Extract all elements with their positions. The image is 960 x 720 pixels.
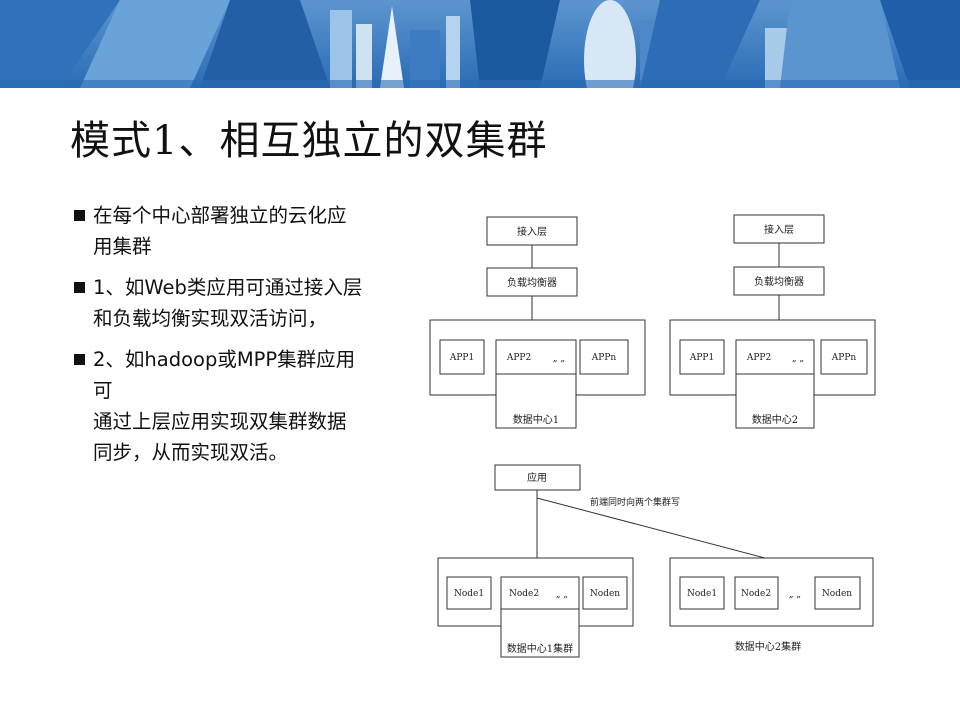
cluster-group: 应用 前端同时向两个集群写 Node1 Node2 „ „ Noden 数据中心… <box>437 464 874 658</box>
dc1-ellipsis: „ „ <box>553 354 565 364</box>
cluster1-label-box <box>500 608 580 658</box>
cluster2-node1-label: Node1 <box>687 589 717 599</box>
dc1-load-balancer-label: 负载均衡器 <box>507 276 557 289</box>
dc1-access-layer-box <box>486 216 578 246</box>
square-bullet-icon <box>74 282 85 293</box>
cluster2-noden-box <box>814 576 861 610</box>
cluster2-write-line <box>536 497 766 559</box>
square-bullet-icon <box>74 354 85 365</box>
bullet-2-line-2: 和负载均衡实现双活访问， <box>93 307 328 330</box>
dc2-load-balancer-box <box>733 266 825 296</box>
bullet-3-line-2: 通过上层应用实现双集群数据 <box>93 410 347 433</box>
cluster2-noden-label: Noden <box>822 589 852 599</box>
cluster1-ellipsis: „ „ <box>556 590 568 600</box>
architecture-diagram: 接入层 负载均衡器 APP1 APP2 „ „ APPn 数据中心1 接入层 负… <box>429 214 876 658</box>
bullet-1-line-2: 用集群 <box>93 235 152 258</box>
dc2-app1-label: APP1 <box>689 353 714 363</box>
square-bullet-icon <box>74 210 85 221</box>
city-skyline-illustration <box>0 0 960 88</box>
cluster1-noden-label: Noden <box>590 589 620 599</box>
cluster1-label: 数据中心1集群 <box>507 642 573 655</box>
cluster2-label: 数据中心2集群 <box>735 640 801 653</box>
dc1-app1-label: APP1 <box>449 353 474 363</box>
dc1-app2-box <box>495 339 577 375</box>
bullet-list: 在每个中心部署独立的云化应用集群 1、如Web类应用可通过接入层和负载均衡实现双… <box>74 200 374 478</box>
cluster1-node1-label: Node1 <box>454 589 484 599</box>
dc1-access-layer-label: 接入层 <box>517 225 547 238</box>
slide-title: 模式1、相互独立的双集群 <box>70 118 548 164</box>
header-banner <box>0 0 960 88</box>
dc1-group: 接入层 负载均衡器 APP1 APP2 „ „ APPn 数据中心1 <box>429 216 646 429</box>
dc1-appn-label: APPn <box>591 353 617 363</box>
dc2-access-layer-label: 接入层 <box>764 223 794 236</box>
application-box <box>494 464 581 491</box>
dc1-app2-label: APP2 <box>506 353 531 363</box>
application-label: 应用 <box>527 471 547 484</box>
dc2-datacenter-box <box>735 373 815 429</box>
bullet-2-line-1: 1、如Web类应用可通过接入层 <box>93 276 363 299</box>
cluster2-node2-box <box>734 576 779 610</box>
bullet-3-line-1: 2、如hadoop或MPP集群应用可 <box>93 348 356 402</box>
dual-write-note: 前端同时向两个集群写 <box>590 496 680 508</box>
dc1-app1-box <box>439 339 485 375</box>
dc2-appn-label: APPn <box>831 353 857 363</box>
cluster2-node2-label: Node2 <box>741 589 771 599</box>
cluster1-noden-box <box>582 576 628 610</box>
bullet-item-1: 在每个中心部署独立的云化应用集群 <box>74 200 374 262</box>
bullet-item-3: 2、如hadoop或MPP集群应用可通过上层应用实现双集群数据同步，从而实现双活… <box>74 344 374 468</box>
dc1-load-balancer-box <box>486 267 578 297</box>
dc1-datacenter-box <box>495 373 577 429</box>
dc2-load-balancer-label: 负载均衡器 <box>754 275 804 288</box>
dc2-appn-box <box>820 339 868 375</box>
cluster2-ellipsis: „ „ <box>789 590 801 600</box>
dc2-app2-box <box>735 339 815 375</box>
cluster1-node1-box <box>446 576 492 610</box>
cluster1-node2-label: Node2 <box>509 589 539 599</box>
bullet-1-line-1: 在每个中心部署独立的云化应 <box>93 204 347 227</box>
dc2-datacenter-label: 数据中心2 <box>752 413 798 426</box>
dc2-group: 接入层 负载均衡器 APP1 APP2 „ „ APPn 数据中心2 <box>669 214 876 429</box>
bullet-3-line-3: 同步，从而实现双活。 <box>93 441 289 464</box>
dc2-ellipsis: „ „ <box>792 354 804 364</box>
dc1-appn-box <box>579 339 629 375</box>
dc1-datacenter-label: 数据中心1 <box>513 413 559 426</box>
dc2-app1-box <box>679 339 725 375</box>
bullet-item-2: 1、如Web类应用可通过接入层和负载均衡实现双活访问， <box>74 272 374 334</box>
dc2-app2-label: APP2 <box>746 353 771 363</box>
cluster2-node1-box <box>679 576 725 610</box>
